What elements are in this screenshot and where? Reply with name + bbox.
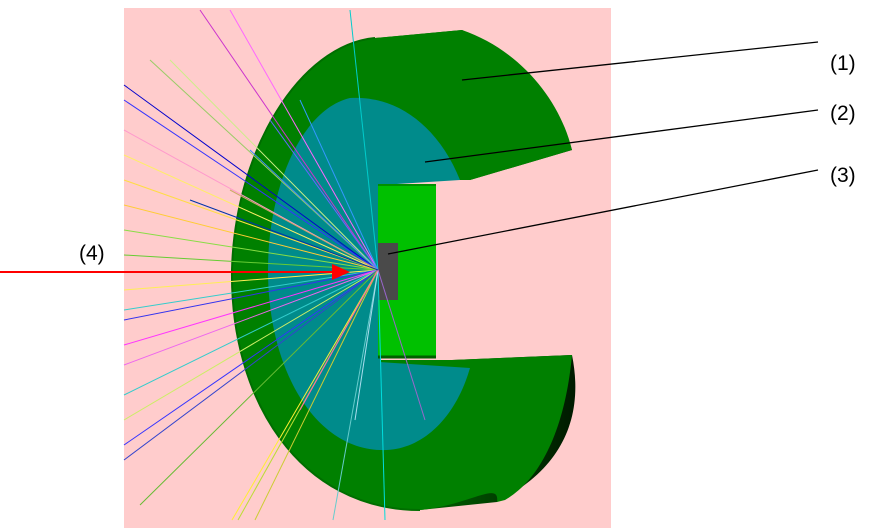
target: [378, 243, 398, 300]
particle-tracks: [123, 9, 426, 521]
particle-track-27: [332, 269, 379, 521]
particle-track-11: [123, 229, 379, 271]
particle-track-22: [139, 269, 379, 506]
leader-line-1: [461, 41, 819, 81]
particle-track-29: [269, 119, 379, 271]
particle-track-16: [123, 269, 379, 346]
particle-track-31: [249, 149, 379, 271]
particle-track-1: [123, 84, 379, 271]
particle-track-30: [299, 99, 379, 271]
particle-track-23: [231, 269, 379, 521]
particle-track-32: [229, 189, 379, 271]
particle-track-18: [123, 269, 379, 396]
particle-track-36: [189, 199, 379, 271]
particle-track-6: [229, 9, 379, 271]
label-1: (1): [830, 52, 856, 75]
label-2: (2): [830, 102, 856, 125]
label-3: (3): [830, 164, 856, 187]
particle-track-10: [123, 204, 379, 271]
particle-track-28: [377, 269, 386, 521]
particle-track-25: [254, 269, 379, 521]
particle-track-4: [169, 59, 379, 271]
particle-track-26: [349, 9, 379, 271]
particle-track-35: [299, 269, 379, 411]
particle-track-19: [123, 269, 379, 421]
outer-ring-rim: [230, 37, 421, 511]
leader-line-2: [424, 109, 819, 163]
particle-track-21: [123, 269, 379, 461]
arrow-right-icon: [332, 264, 350, 280]
particle-track-2: [123, 99, 379, 271]
particle-track-17: [123, 269, 379, 366]
particle-track-34: [354, 269, 379, 421]
particle-track-33: [377, 269, 426, 421]
particle-track-9: [123, 179, 379, 271]
label-4: (4): [79, 242, 105, 265]
particle-track-20: [123, 269, 379, 446]
leader-line-3: [387, 169, 819, 255]
particle-track-8: [123, 154, 379, 271]
particle-track-5: [199, 9, 379, 271]
